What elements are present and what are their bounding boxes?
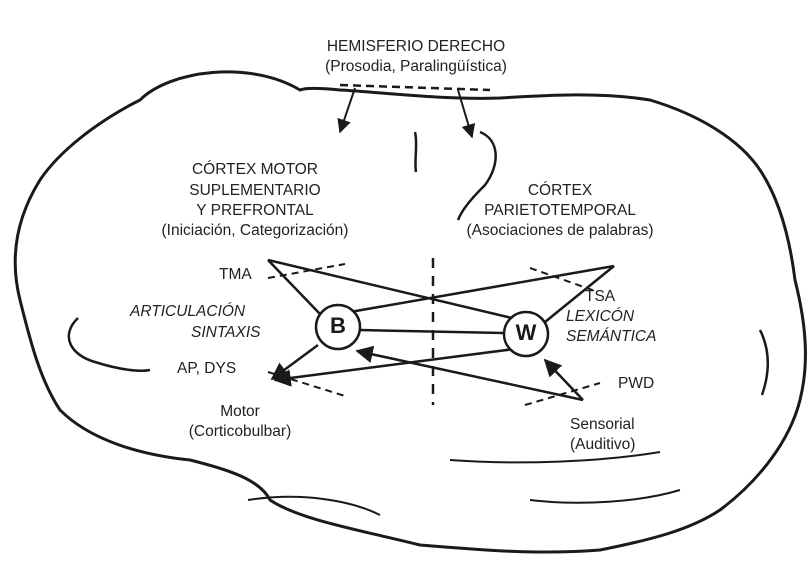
sensorial-line2: (Auditivo) <box>570 435 635 454</box>
sulcus-bottom <box>248 497 380 515</box>
sintaxis-label: SINTAXIS <box>191 323 260 342</box>
sulcus-right <box>760 330 768 395</box>
sulcus-central <box>415 132 416 172</box>
motor-output-line1: Motor <box>190 402 290 421</box>
path-b-w <box>360 330 503 333</box>
sulcus-bottom-right <box>530 490 680 503</box>
motor-cortex-line1: CÓRTEX MOTOR <box>150 160 360 179</box>
motor-cortex-subtitle: (Iniciación, Categorización) <box>130 221 380 240</box>
path-sensorial-to-b <box>357 351 583 400</box>
lexicon-label: LEXICÓN <box>566 307 634 326</box>
sensorial-line1: Sensorial <box>570 415 635 434</box>
tsa-label: TSA <box>585 287 615 306</box>
pwd-label: PWD <box>618 374 654 393</box>
hemisferio-title: HEMISFERIO DERECHO <box>276 37 556 56</box>
parietal-cortex-line2: PARIETOTEMPORAL <box>465 201 655 220</box>
path-b-to-motor <box>272 345 318 379</box>
tick-pwd <box>525 383 600 405</box>
parietal-cortex-subtitle: (Asociaciones de palabras) <box>455 221 665 240</box>
node-w-letter: W <box>506 320 546 346</box>
arrow-left-down <box>340 88 355 132</box>
hemisferio-subtitle: (Prosodia, Paralingüística) <box>276 57 556 76</box>
parietal-cortex-line1: CÓRTEX <box>465 181 655 200</box>
tma-label: TMA <box>219 265 252 284</box>
motor-output-line2: (Corticobulbar) <box>180 422 300 441</box>
hemisphere-dashed-line <box>340 85 490 90</box>
ap-dys-label: AP, DYS <box>177 359 236 378</box>
articulacion-label: ARTICULACIÓN <box>130 302 245 321</box>
path-w-to-motor <box>275 348 522 380</box>
semantica-label: SEMÁNTICA <box>566 327 656 346</box>
path-tma-corner <box>268 260 320 314</box>
sulcus-left <box>69 318 150 371</box>
motor-cortex-line2: SUPLEMENTARIO <box>150 181 360 200</box>
node-b-letter: B <box>318 313 358 339</box>
motor-cortex-line3: Y PREFRONTAL <box>150 201 360 220</box>
